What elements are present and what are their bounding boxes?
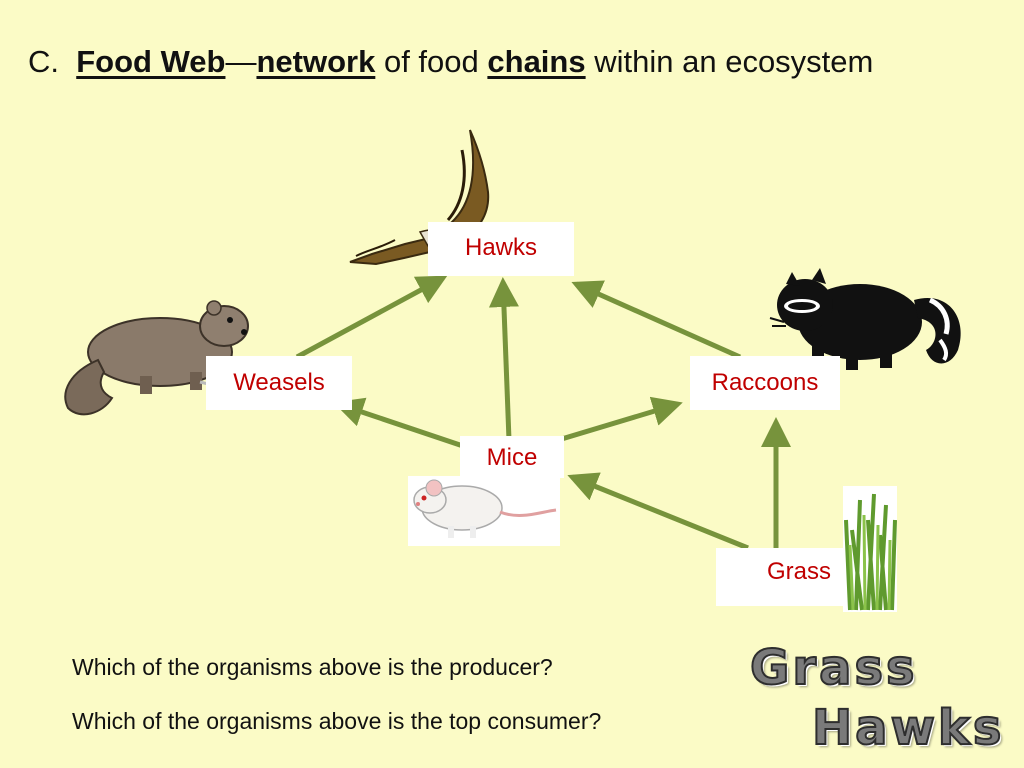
node-raccoons: Raccoons — [690, 356, 840, 410]
node-hawks: Hawks — [428, 222, 574, 276]
title-word-chains: chains — [487, 44, 586, 79]
grass-icon — [843, 486, 897, 612]
title-suffix: within an ecosystem — [594, 44, 874, 79]
slide-title: C. Food Web—network of food chains withi… — [28, 44, 1018, 80]
question-top-consumer: Which of the organisms above is the top … — [72, 708, 602, 734]
mouse-icon — [408, 476, 560, 546]
title-prefix: C. — [28, 44, 59, 79]
arrow-mice-to-raccoons — [544, 396, 683, 447]
title-dash: — — [225, 44, 257, 79]
arrow-mice-to-hawks — [488, 277, 519, 441]
node-mice: Mice — [460, 436, 564, 478]
arrow-mice-to-weasels — [333, 397, 464, 449]
title-term: Food Web — [76, 44, 226, 79]
node-grass: Grass — [716, 548, 843, 606]
arrow-grass-to-mice — [567, 472, 749, 551]
answer-producer: Grass — [749, 639, 918, 697]
node-weasels: Weasels — [206, 356, 352, 410]
title-mid: of food — [383, 44, 479, 79]
title-word-network: network — [256, 44, 376, 79]
arrow-raccoons-to-hawks — [571, 280, 742, 360]
weasel-icon — [64, 300, 254, 416]
question-producer: Which of the organisms above is the prod… — [72, 654, 553, 680]
answer-top-consumer: Hawks — [811, 699, 1005, 757]
arrow-weasels-to-hawks — [295, 275, 448, 360]
